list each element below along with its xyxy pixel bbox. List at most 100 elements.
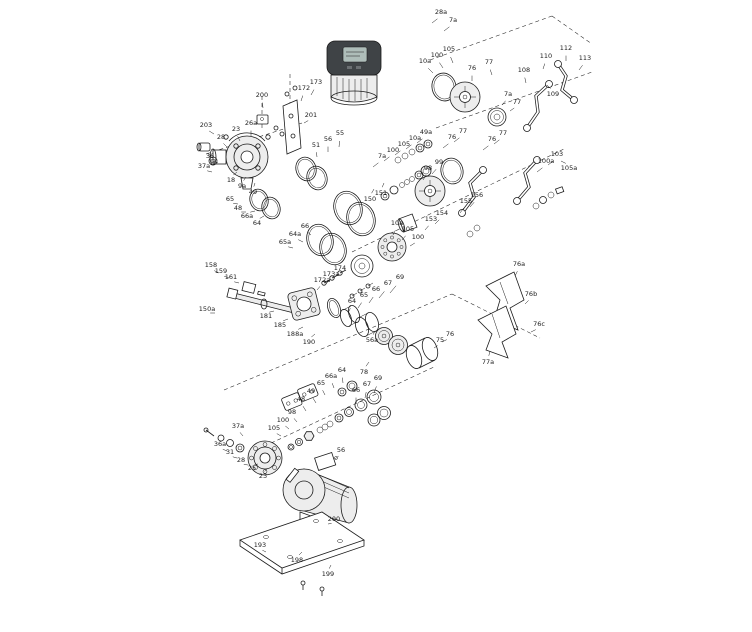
callout-leader-line [253,182,256,187]
impeller [414,175,446,207]
callout-leader-line [237,136,241,142]
part-callout: 109 [547,90,559,98]
part-callout: 36a [214,440,226,448]
callout-leader-line [288,246,294,249]
callout-leader-line [223,143,228,148]
clamp-fittings [196,142,218,166]
part-callout: 64 [348,297,356,305]
callout-leader-line [342,377,344,384]
part-callout: 98 [424,164,432,172]
callout-leader-line [501,100,506,106]
part-callout: 78 [360,368,368,376]
callout-leader-line [222,448,228,452]
part-callout: 48 [297,395,305,403]
callout-leader-line [298,551,303,556]
part-callout: 158 [205,261,217,269]
callout-leader-line [298,326,304,330]
part-callout: 7a [504,90,512,98]
callout-leader-line [373,386,377,394]
part-callout: 7a [378,152,386,160]
part-callout: 7a [449,16,457,24]
part-callout: 18 [227,176,235,184]
callout-leader-line [300,95,304,102]
drive-button [356,66,361,69]
part-callout: 200 [256,91,268,99]
shaft-seal [397,213,418,233]
part-callout: 36 [206,152,214,160]
callout-leader-line [303,120,309,124]
callout-leader-line [239,432,244,437]
callout-leader-line [262,102,264,109]
o-ring [333,190,363,226]
part-callout: 151 [375,189,387,197]
callout-leader-line [347,308,351,314]
part-callout: 65 [317,379,325,387]
callout-leader-line [311,333,316,338]
impeller [449,81,481,113]
motor-drive-unit [326,40,382,106]
part-callout: 10a [409,134,421,142]
callout-leader-line [243,464,249,466]
callout-leader-line [488,350,491,356]
part-callout: 67 [384,279,392,287]
motor-shaft [285,467,300,483]
callout-leader-line [307,231,312,236]
part-callout: 155 [460,197,472,205]
part-callout: 49 [307,387,315,395]
part-callout: 66 [372,285,380,293]
callout-leader-line [233,171,238,176]
part-callout: 76 [446,330,454,338]
callout-leader-line [431,18,438,24]
part-callout: 172 [298,84,310,92]
callout-leader-line [482,145,489,151]
coupling-half [297,383,319,402]
part-callout: 28a [435,8,447,16]
part-callout: 161 [225,273,237,281]
callout-leader-line [254,463,259,465]
part-callout: 156 [471,191,483,199]
callout-leader-line [250,210,256,213]
chamber-insert [477,305,517,359]
part-callout: 105a [561,164,577,172]
part-callout: 198 [291,556,303,564]
callout-leader-line [365,361,370,367]
mounting-bracket [256,85,302,155]
part-callout: 193 [254,541,266,549]
callout-leader-line [409,242,415,247]
part-callout: 65 [360,291,368,299]
part-callout: 112 [560,44,572,52]
part-callout: 100 [431,51,443,59]
part-callout: 99 [435,158,443,166]
part-callout: 10a [419,57,431,65]
callout-leader-line [213,160,219,164]
callout-leader-line [392,230,396,236]
part-callout: 105 [398,140,410,148]
part-callout: 66a [325,372,337,380]
callout-leader-line [293,418,298,423]
part-callout: 98 [288,408,296,416]
callout-leader-line [381,182,385,188]
part-callout: 28 [237,456,245,464]
part-callout: 203 [200,121,212,129]
part-callout: 69 [396,273,404,281]
callout-leader-line [442,143,449,149]
part-callout: 100 [412,233,424,241]
chamber-stack [327,282,439,369]
part-callout: 100a [538,157,554,165]
part-callout: 105 [402,225,414,233]
callout-leader-line [542,63,546,70]
part-callout: 159 [215,267,227,275]
coupling-disc [377,232,407,262]
callout-leader-line [401,235,406,241]
part-callout: 185 [274,321,286,329]
part-callout: 75 [436,336,444,344]
callout-leader-line [276,433,282,437]
part-callout: 49 [249,188,257,196]
callout-leader-line [453,137,460,143]
part-callout: 31 [226,448,234,456]
part-callout: 190 [303,338,315,346]
part-callout: 100 [277,416,289,424]
part-callout: 174 [334,264,346,272]
callout-leader-line [489,69,493,76]
